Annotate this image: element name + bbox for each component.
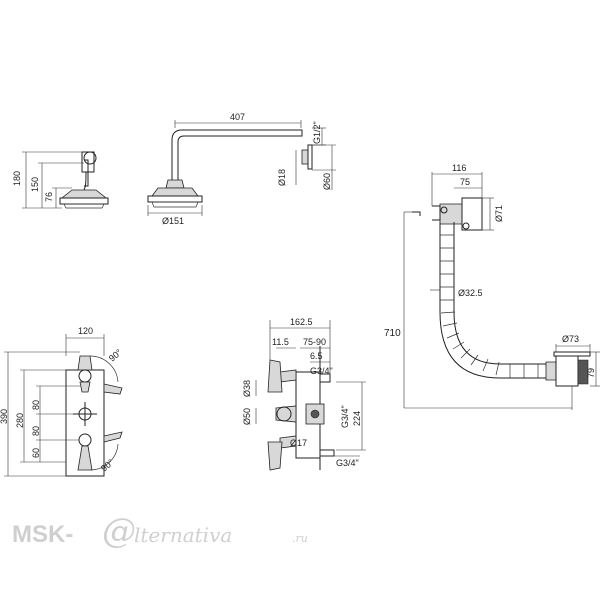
dim-710: 710 [384, 328, 401, 339]
dim-390: 390 [0, 409, 9, 424]
dim-d71: Ø71 [494, 205, 504, 222]
angle-90-top: 90° [107, 347, 124, 364]
valve-side-view: 162.5 11.5 75-90 6.5 G3/4" Ø38 Ø50 Ø17 G… [242, 317, 366, 471]
dim-150: 150 [30, 177, 40, 192]
dim-7590: 75-90 [303, 337, 326, 347]
dim-76: 76 [44, 192, 54, 202]
dim-g34-top: G3/4" [310, 366, 333, 376]
dim-80a: 80 [31, 400, 41, 410]
watermark: MSK- @ lternativa .ru [12, 511, 308, 551]
dim-d38: Ø38 [242, 380, 252, 397]
dim-d50: Ø50 [242, 408, 252, 425]
shower-head-side-view: 180 150 76 [12, 151, 109, 209]
watermark-brand: MSK- [12, 521, 73, 548]
dim-d325: Ø32.5 [458, 288, 483, 298]
dim-1625: 162.5 [290, 317, 313, 327]
dim-d60: Ø60 [322, 173, 332, 190]
dim-d18: Ø18 [277, 169, 287, 186]
dim-d151: Ø151 [162, 216, 184, 226]
dim-116: 116 [452, 163, 466, 173]
watermark-tld: .ru [292, 532, 308, 545]
bath-waste-filler: 116 75 Ø71 Ø32.5 710 Ø73 79 [384, 163, 600, 410]
dim-115: 11.5 [272, 337, 289, 347]
dim-79: 79 [586, 368, 596, 378]
dim-g34-mid: G3/4" [340, 405, 350, 428]
dim-280: 280 [15, 413, 25, 428]
dim-224: 224 [352, 411, 362, 426]
valve-front-view: 120 390 280 80 80 60 90° 90° [0, 326, 124, 477]
dim-d17: Ø17 [290, 438, 307, 448]
dim-80b: 80 [31, 426, 41, 436]
watermark-rest: lternativa [134, 523, 232, 547]
dim-120: 120 [78, 326, 93, 336]
dim-65: 6.5 [310, 351, 323, 361]
dim-60b: 60 [31, 448, 41, 458]
dim-g34-bottom: G3/4" [336, 458, 359, 468]
shower-arm-view: 407 G1/2" Ø60 Ø18 Ø151 [147, 112, 336, 226]
angle-90-bottom: 90° [99, 457, 116, 474]
dim-d73: Ø73 [562, 334, 579, 344]
watermark-at: @ [102, 511, 136, 551]
dim-407: 407 [230, 112, 245, 122]
dim-180: 180 [12, 171, 22, 186]
dim-75: 75 [460, 177, 470, 187]
dim-g12: G1/2" [312, 121, 322, 144]
